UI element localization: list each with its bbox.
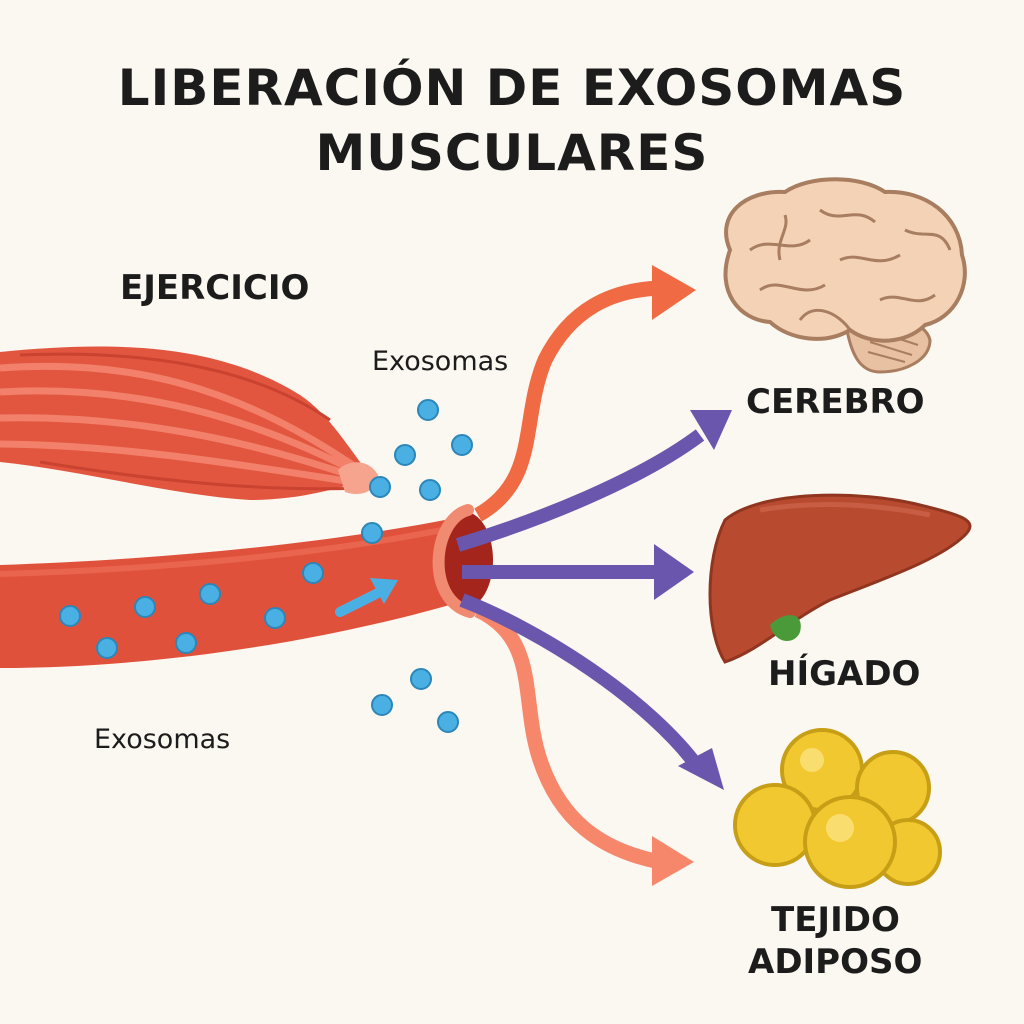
arrow-to-adipose [652, 836, 694, 886]
exosome-dot [361, 522, 383, 544]
liver-icon [708, 493, 972, 664]
exosome-dot [199, 583, 221, 605]
exosome-dot [394, 444, 416, 466]
arrow-to-cerebro [690, 410, 732, 450]
exosome-dot [371, 694, 393, 716]
exosome-dot [419, 479, 441, 501]
page-title-line2: MUSCULARES [315, 124, 709, 182]
exosome-dot [437, 711, 459, 733]
exosome-dot [451, 434, 473, 456]
page-title-line1: LIBERACIÓN DE EXOSOMAS [117, 59, 907, 117]
exosomes [59, 399, 473, 733]
exosome-dot [302, 562, 324, 584]
exosome-dot [59, 605, 81, 627]
arrow-to-adipose-purple [678, 748, 724, 790]
exosome-dot [96, 637, 118, 659]
exosome-dot [175, 632, 197, 654]
exosome-dot [264, 607, 286, 629]
exosome-dot [134, 596, 156, 618]
pathway-arrows [455, 265, 732, 886]
brain-icon [723, 177, 967, 374]
brain-label: CEREBRO [746, 382, 925, 422]
liver-label: HÍGADO [768, 654, 921, 694]
fat-cells-icon [733, 728, 942, 889]
exosomes-label-top: Exosomas [372, 346, 509, 377]
flow-arrow-icon [335, 578, 398, 617]
arrow-to-brain [652, 265, 696, 320]
adipose-label-line1: TEJIDO [771, 900, 900, 940]
exosomes-label-bottom: Exosomas [94, 724, 231, 755]
blood-vessel-icon [0, 504, 493, 668]
arrow-to-liver [654, 544, 694, 600]
exosome-dot [369, 476, 391, 498]
muscle-icon [0, 346, 378, 500]
exercise-label: EJERCICIO [120, 268, 310, 308]
exosome-dot [410, 668, 432, 690]
adipose-label-line2: ADIPOSO [748, 942, 923, 982]
exosome-dot [417, 399, 439, 421]
